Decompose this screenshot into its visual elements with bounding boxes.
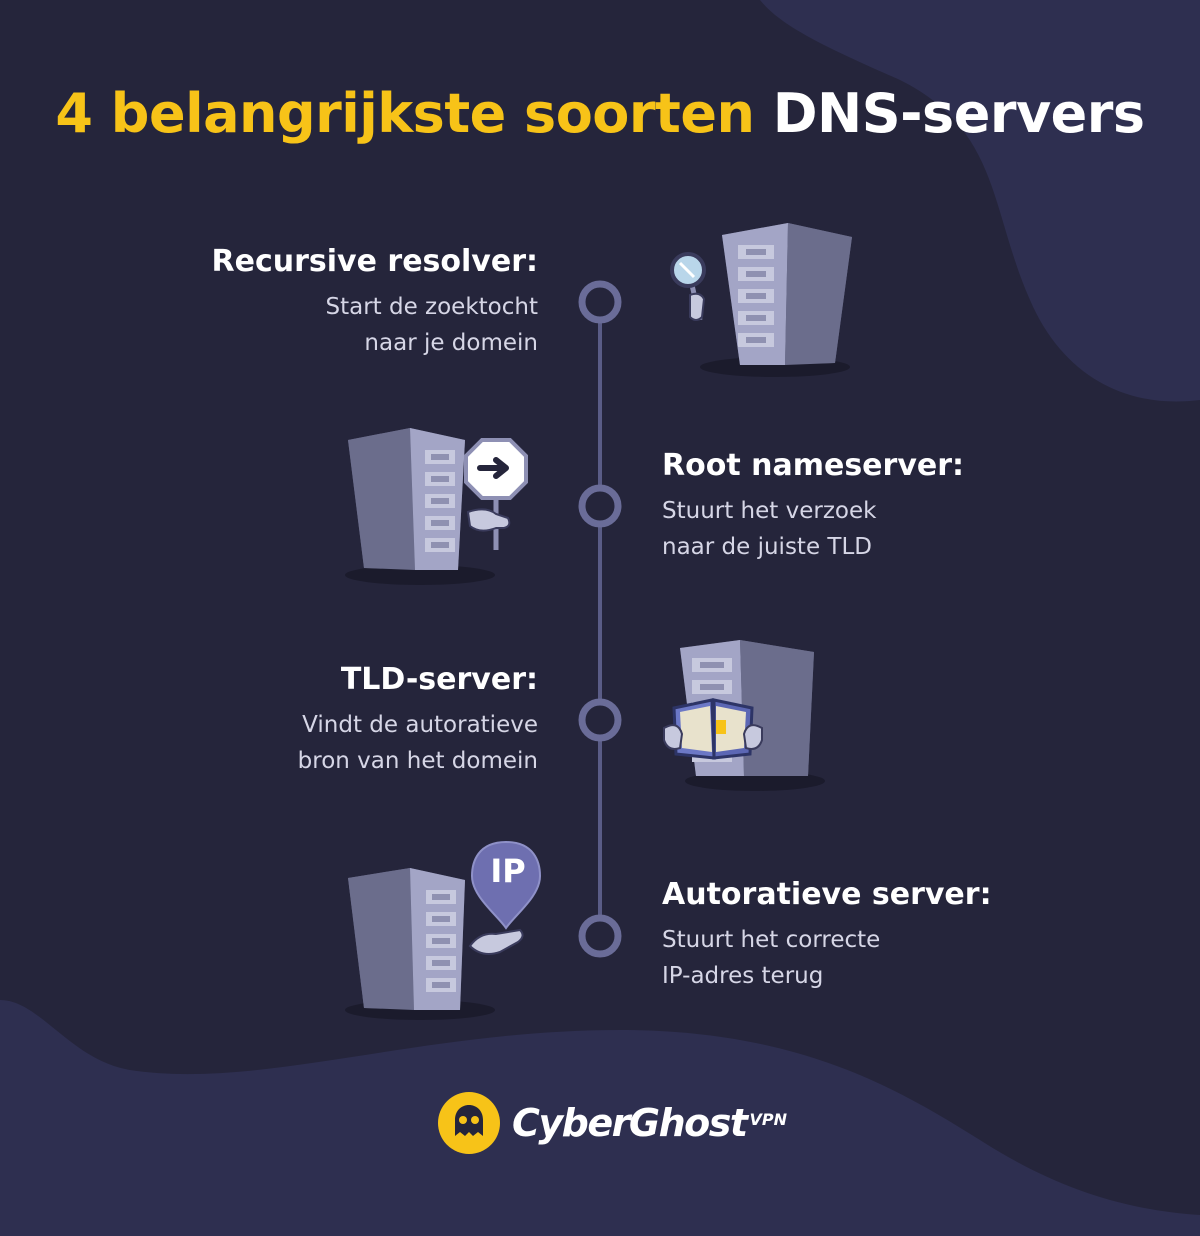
step-description-line: naar je domein [364, 330, 538, 356]
timeline-node-4 [578, 914, 622, 958]
timeline-node-3 [578, 698, 622, 742]
book-server-illustration [663, 640, 825, 791]
step-tld-server: TLD-server: Vindt de autoratieve bron va… [78, 662, 538, 779]
step-heading: Root nameserver: [662, 448, 965, 483]
step-heading: Recursive resolver: [211, 244, 538, 279]
step-heading: Autoratieve server: [662, 877, 992, 912]
step-description-line: naar de juiste TLD [662, 534, 872, 560]
step-description-line: Stuurt het correcte [662, 927, 881, 953]
arrow-sign-icon [464, 438, 528, 500]
page-title: 4 belangrijkste soorten DNS-servers [0, 82, 1200, 145]
book-icon [672, 698, 754, 760]
title-highlight: 4 belangrijkste soorten [55, 82, 755, 145]
step-authoritative-server: Autoratieve server: Stuurt het correcte … [662, 877, 1122, 994]
step-description-line: Stuurt het verzoek [662, 498, 877, 524]
ip-pin-server-illustration [345, 840, 542, 1020]
step-description-line: Start de zoektocht [325, 294, 538, 320]
background-blob-top-right [760, 0, 1200, 402]
sign-server-illustration [345, 428, 528, 585]
step-root-nameserver: Root nameserver: Stuurt het verzoek naar… [662, 448, 1122, 565]
timeline-node-1 [578, 280, 622, 324]
logo-brand-text: CyberGhost [512, 1101, 748, 1145]
magnifier-icon [670, 252, 706, 321]
logo-suffix-text: VPN [749, 1110, 788, 1129]
step-recursive-resolver: Recursive resolver: Start de zoektocht n… [78, 244, 538, 361]
ghost-logo-icon [438, 1092, 500, 1154]
step-description-line: IP-adres terug [662, 963, 824, 989]
background-blob-bottom [0, 1000, 1200, 1236]
ip-pin-icon [470, 840, 542, 930]
cyberghost-logo: CyberGhost VPN [438, 1092, 787, 1154]
magnifier-server-illustration [670, 223, 852, 377]
title-rest: DNS-servers [772, 82, 1145, 145]
step-heading: TLD-server: [340, 662, 538, 697]
ip-badge-label: IP [490, 852, 526, 890]
step-description-line: Vindt de autoratieve [302, 712, 538, 738]
step-description-line: bron van het domein [297, 748, 538, 774]
timeline-node-2 [578, 484, 622, 528]
